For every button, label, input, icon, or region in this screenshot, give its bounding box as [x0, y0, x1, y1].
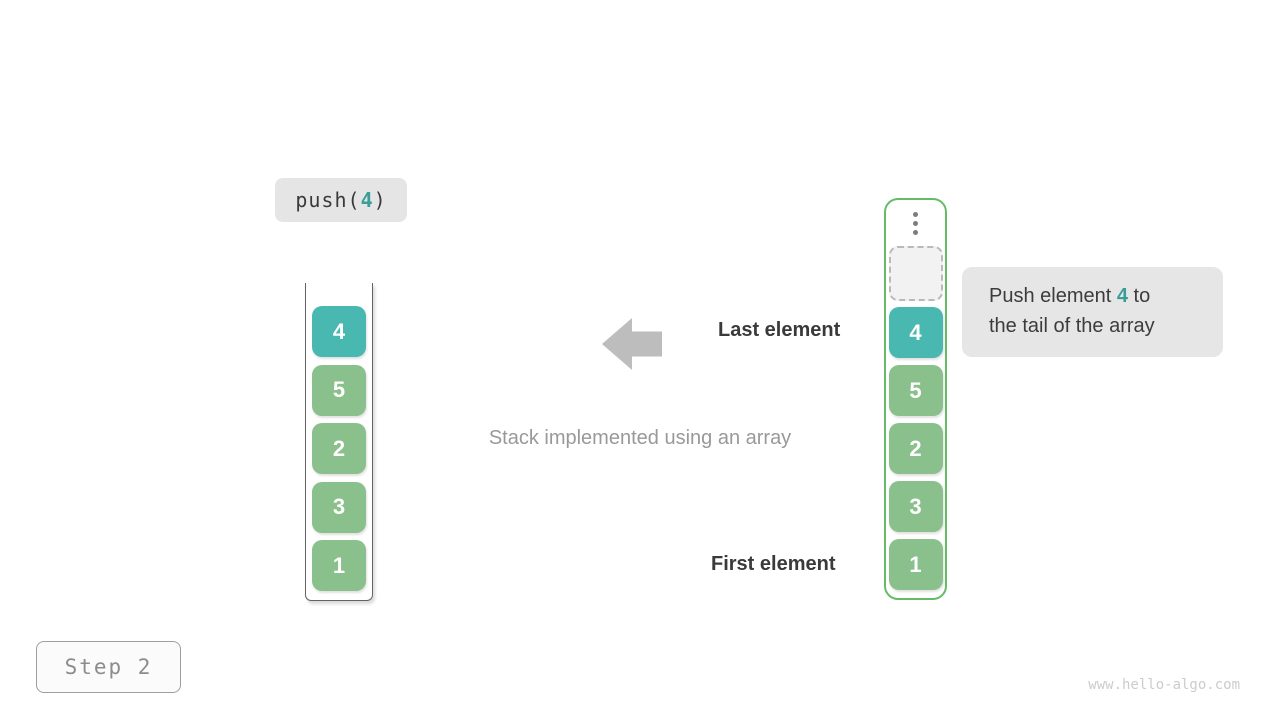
operation-suffix: ) [373, 188, 387, 212]
stack-item: 3 [888, 481, 943, 532]
stack-item: 1 [888, 539, 943, 590]
stack-item: 2 [888, 423, 943, 474]
explanation-tooltip: Push element 4 to the tail of the array [962, 267, 1223, 357]
operation-label: push(4) [275, 178, 407, 222]
stack-item: 5 [888, 365, 943, 416]
tooltip-text: the tail of the array [989, 315, 1155, 337]
stack-container-left: 4 5 2 3 1 [305, 283, 373, 601]
first-element-label: First element [711, 553, 836, 575]
stack-item: 4 [312, 306, 366, 357]
stack-item: 1 [312, 540, 366, 591]
stack-item: 3 [312, 481, 366, 533]
tooltip-value: 4 [1116, 285, 1128, 307]
tooltip-text: Push element [989, 285, 1117, 307]
operation-prefix: push( [295, 188, 361, 212]
last-element-label: Last element [718, 319, 841, 341]
step-badge: Step 2 [36, 641, 181, 693]
stack-item: 2 [312, 423, 366, 474]
tooltip-text: to [1127, 285, 1151, 307]
watermark: www.hello-algo.com [1088, 677, 1240, 693]
array-container-right: 4 5 2 3 1 [884, 198, 947, 600]
ellipsis-icon [913, 212, 918, 235]
operation-arg: 4 [360, 188, 374, 212]
stack-item: 4 [888, 307, 943, 358]
diagram-caption: Stack implemented using an array [488, 427, 792, 449]
empty-array-slot [888, 246, 943, 301]
arrow-left-icon [602, 318, 662, 370]
stack-item: 5 [312, 364, 366, 416]
